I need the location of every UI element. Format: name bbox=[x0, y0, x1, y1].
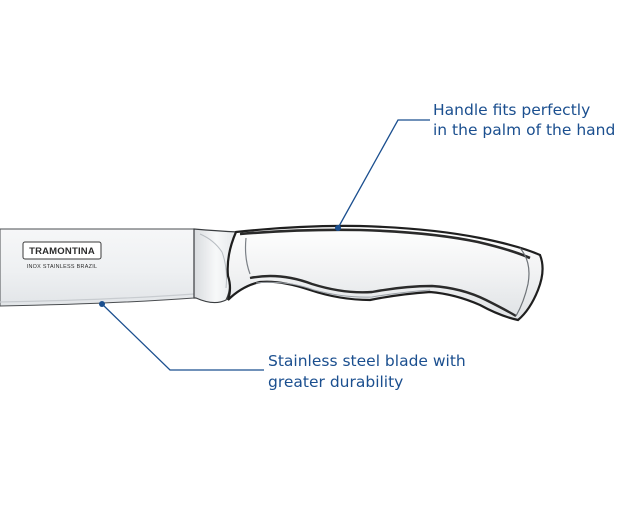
blade-callout-line2: greater durability bbox=[268, 373, 403, 391]
handle-callout-dot bbox=[335, 225, 341, 231]
blade-callout-line1: Stainless steel blade with bbox=[268, 352, 466, 370]
blade-callout: Stainless steel blade with greater durab… bbox=[99, 301, 466, 391]
blade-callout-line bbox=[101, 303, 264, 371]
blade-callout-dot bbox=[99, 301, 105, 307]
brand-logo: TRAMONTINA INOX STAINLESS BRAZIL bbox=[22, 241, 102, 270]
brand-tagline: INOX STAINLESS BRAZIL bbox=[27, 264, 98, 270]
knife-handle bbox=[226, 224, 544, 322]
handle-callout: Handle fits perfectly in the palm of the… bbox=[335, 101, 615, 231]
handle-callout-line bbox=[337, 119, 430, 229]
handle-callout-line2: in the palm of the hand bbox=[433, 121, 615, 139]
brand-name: TRAMONTINA bbox=[29, 246, 95, 257]
handle-callout-line1: Handle fits perfectly bbox=[433, 101, 590, 119]
